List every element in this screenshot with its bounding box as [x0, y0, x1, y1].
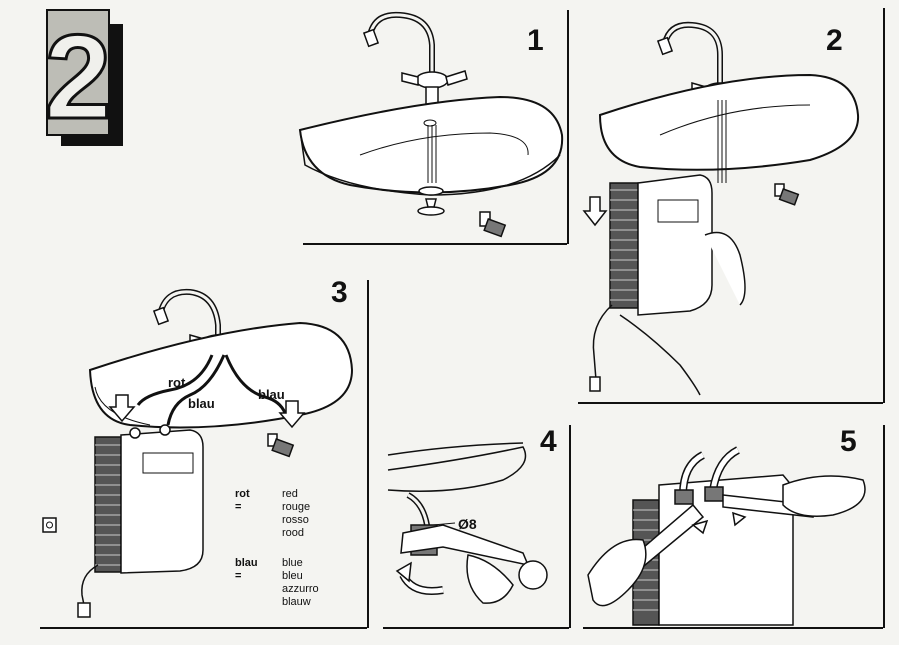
- legend-blau-value: bleu: [282, 570, 303, 582]
- step-number-5: 5: [840, 425, 857, 458]
- illustration-step-3: rot blau blau: [42, 288, 354, 618]
- legend-rot-key: rot =: [235, 488, 250, 513]
- panel5-right-border: [883, 425, 885, 628]
- legend-blau-value: blauw: [282, 596, 311, 608]
- panel4-bottom-border: [383, 627, 569, 629]
- section-number-badge: 2: [43, 8, 123, 146]
- panel2-right-border: [883, 8, 885, 403]
- legend-rot-value: rood: [282, 527, 305, 539]
- legend-rot-values: red rouge rosso rood: [282, 488, 310, 540]
- diameter-label: Ø8: [458, 516, 477, 532]
- panel1-right-border: [567, 10, 569, 244]
- section-number: 2: [45, 10, 111, 144]
- legend-rot-value: red: [282, 488, 298, 500]
- label-rot: rot: [168, 375, 186, 390]
- label-blau-right: blau: [258, 387, 285, 402]
- step-number-4: 4: [540, 425, 557, 458]
- label-blau-left: blau: [188, 396, 215, 411]
- legend-rot-value: rosso: [282, 514, 309, 526]
- legend-blau-key: blau =: [235, 557, 258, 582]
- legend-rot-value: rouge: [282, 501, 311, 513]
- illustration-step-5: [587, 446, 866, 626]
- step-number-2: 2: [826, 24, 843, 57]
- panel3-right-border: [367, 280, 369, 628]
- panel4-right-border: [569, 425, 571, 628]
- panel2-bottom-border: [578, 402, 883, 404]
- panel1-bottom-border: [303, 243, 567, 245]
- legend-blau-values: blue bleu azzurro blauw: [282, 557, 319, 609]
- step-number-1: 1: [527, 24, 544, 57]
- illustration-step-4: Ø8: [387, 442, 548, 604]
- illustration-step-2: [582, 21, 860, 396]
- panel3-bottom-border: [40, 627, 367, 629]
- illustration-step-1: [298, 11, 564, 238]
- legend-blau-value: blue: [282, 557, 303, 569]
- panel5-bottom-border: [583, 627, 883, 629]
- step-number-3: 3: [331, 276, 348, 309]
- legend-blau-value: azzurro: [282, 583, 319, 595]
